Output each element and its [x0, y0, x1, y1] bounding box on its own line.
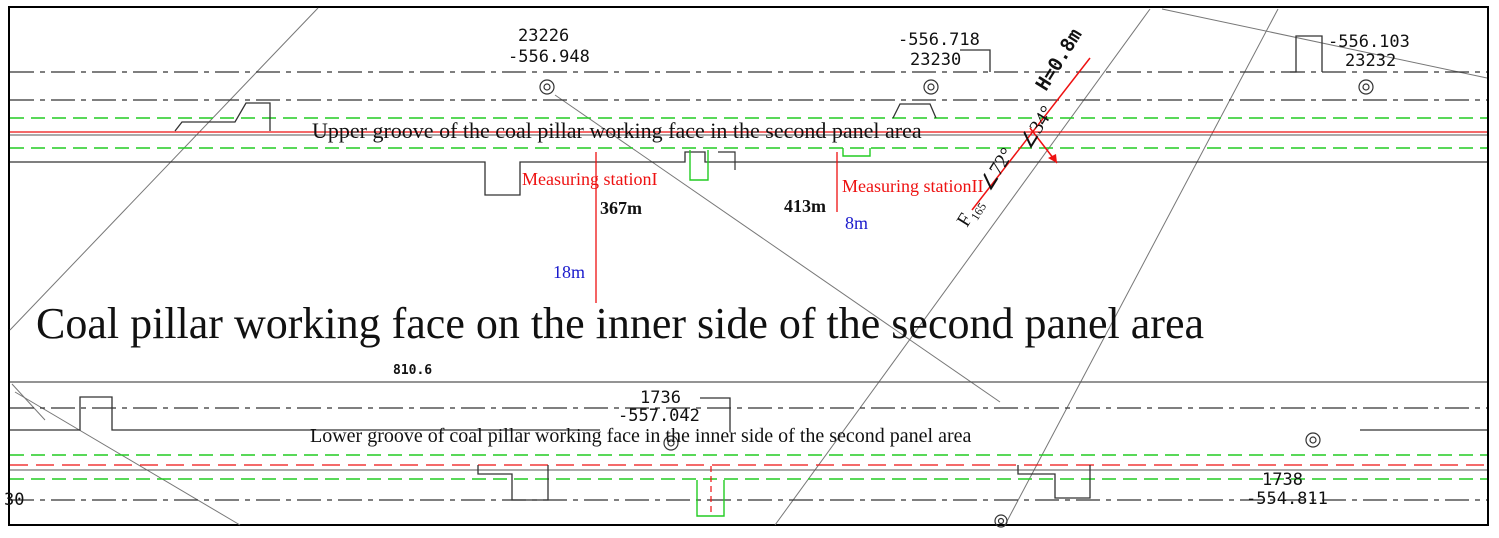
upper-profile-bump: [174, 102, 271, 132]
point-23232-id: 23232: [1345, 51, 1396, 71]
fault-trace: [971, 57, 1091, 211]
fault-f165: [971, 57, 1091, 211]
green-step: [689, 150, 709, 181]
station1-offset: 18m: [553, 262, 585, 282]
upper-groove-edge: [10, 151, 1487, 196]
misc-label: 810.6: [393, 363, 432, 378]
survey-point-23230: [923, 79, 939, 95]
point-1736-elev: -557.042: [618, 406, 700, 426]
point-1738-elev: -554.811: [1246, 489, 1328, 509]
station1-distance: 367m: [600, 198, 642, 218]
survey-point-23226: [539, 79, 555, 95]
fault-arrowhead: [1048, 154, 1057, 163]
upper-profile-bump: [1290, 35, 1323, 73]
diagonal-grid-lines: [9, 7, 1488, 526]
green-step: [842, 148, 871, 157]
station1-label: Measuring stationI: [522, 169, 657, 189]
point-23226-elev: -556.948: [508, 47, 590, 67]
drawing-frame: [8, 6, 1489, 526]
lower-profile: [10, 396, 600, 431]
upper-groove-lines: [10, 35, 1487, 196]
diagonal-line: [774, 8, 1151, 526]
diagonal-line: [14, 391, 241, 526]
point-1736-id: 1736: [640, 388, 681, 408]
lower-groove-title: Lower groove of coal pillar working face…: [310, 425, 972, 447]
main-area-title: Coal pillar working face on the inner si…: [36, 299, 1204, 348]
edge-label: 30: [4, 490, 24, 510]
upper-groove-title: Upper groove of the coal pillar working …: [312, 118, 922, 143]
upper-profile-bump: [892, 103, 937, 119]
lower-step: [477, 465, 549, 501]
upper-survey-points: [539, 79, 1374, 95]
station2-offset: 8m: [845, 213, 868, 233]
point-23232-elev: -556.103: [1328, 32, 1410, 52]
diagonal-line: [1004, 8, 1279, 526]
diagonal-line: [9, 7, 319, 331]
diagonal-line: [11, 383, 46, 421]
lower-profile-bump: [700, 397, 731, 432]
survey-point-bottom: [994, 514, 1008, 528]
black-step: [718, 151, 736, 170]
station2-distance: 413m: [784, 196, 826, 216]
point-23230-id: 23230: [910, 50, 961, 70]
diagonal-line: [1161, 8, 1488, 79]
survey-point-1736: [663, 435, 679, 451]
lower-step: [1017, 465, 1091, 499]
upper-profile-bump: [960, 49, 991, 72]
lower-survey-points: [663, 432, 1321, 528]
station2-label: Measuring stationII: [842, 176, 983, 196]
survey-point-23232: [1358, 79, 1374, 95]
diagonal-line: [554, 94, 1001, 403]
survey-point-lower-right: [1305, 432, 1321, 448]
green-step: [696, 480, 725, 517]
point-23230-elev: -556.718: [898, 30, 980, 50]
station-markers: [595, 152, 838, 303]
lower-groove-lines: [10, 381, 1487, 517]
point-1738-id: 1738: [1262, 470, 1303, 490]
point-23226-id: 23226: [518, 26, 569, 46]
